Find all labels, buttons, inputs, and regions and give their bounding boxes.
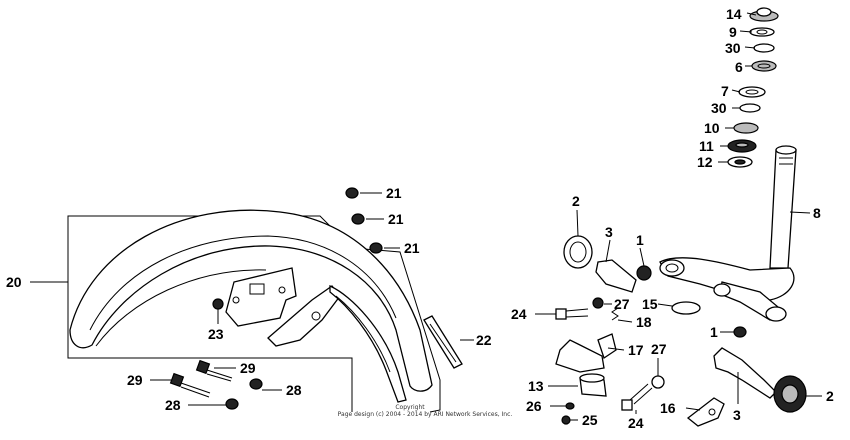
callout-17: 17	[628, 342, 644, 358]
callout-14: 14	[726, 6, 742, 22]
callout-29-right: 29	[240, 360, 256, 376]
callout-12: 12	[697, 154, 713, 170]
callout-28-left: 28	[165, 397, 181, 413]
callout-27-lower: 27	[651, 341, 667, 357]
callout-3-upper: 3	[605, 224, 613, 240]
callout-21-bottom: 21	[404, 240, 420, 256]
emblem	[423, 315, 463, 369]
switch-assembly	[555, 333, 617, 397]
callout-23: 23	[208, 326, 224, 342]
callout-25: 25	[582, 412, 598, 428]
leader-lines	[30, 12, 822, 421]
rivet	[212, 298, 224, 310]
callout-7: 7	[721, 83, 729, 99]
reflector-upper	[563, 235, 593, 269]
callout-labels: 14 9 30 6 7 30 10 11 12 8 21 21 21 2 3 1…	[6, 6, 834, 431]
callout-1-upper: 1	[636, 232, 644, 248]
callout-13: 13	[528, 378, 544, 394]
nuts-21	[345, 187, 383, 254]
callout-2-lower: 2	[826, 388, 834, 404]
callout-2-upper: 2	[572, 193, 580, 209]
reflector-lower	[773, 375, 807, 413]
callout-24-upper: 24	[511, 306, 527, 322]
steering-stem	[659, 145, 797, 322]
dust-seal	[671, 301, 701, 315]
copyright-line-2: Page design (c) 2004 - 2014 by ARI Netwo…	[338, 411, 513, 418]
callout-16: 16	[660, 400, 676, 416]
fender-stay	[225, 267, 341, 347]
callout-27-upper: 27	[614, 296, 630, 312]
callout-22: 22	[476, 332, 492, 348]
callout-1-lower: 1	[710, 324, 718, 340]
callout-26: 26	[526, 398, 542, 414]
bolt-24-lower	[621, 375, 665, 411]
callout-10: 10	[704, 120, 720, 136]
screw-25	[561, 415, 571, 425]
callout-6: 6	[735, 59, 743, 75]
callout-28-right: 28	[286, 382, 302, 398]
cable-guide	[686, 397, 725, 427]
callout-11: 11	[699, 138, 714, 154]
callout-21-middle: 21	[388, 211, 404, 227]
callout-30-lower: 30	[711, 100, 727, 116]
callout-21-top: 21	[386, 185, 402, 201]
nut-1-lower	[733, 326, 747, 338]
headlight-bracket-upper	[595, 259, 652, 293]
callout-15: 15	[642, 296, 658, 312]
callout-29-left: 29	[127, 372, 143, 388]
callout-18: 18	[636, 314, 652, 330]
bolt-24-upper	[555, 297, 604, 320]
front-fender	[69, 209, 433, 392]
spring	[611, 307, 619, 321]
callout-8: 8	[813, 205, 821, 221]
callout-9: 9	[729, 24, 737, 40]
callout-30-upper: 30	[725, 40, 741, 56]
bolts-28-29	[169, 359, 263, 410]
screw-26	[565, 402, 575, 410]
callout-24-lower: 24	[628, 415, 644, 431]
copyright-line-1: Copyright	[395, 404, 425, 411]
headlight-bracket-lower	[713, 347, 777, 399]
callout-20: 20	[6, 274, 22, 290]
callout-3-lower: 3	[733, 407, 741, 423]
fender-stripe	[329, 284, 407, 403]
